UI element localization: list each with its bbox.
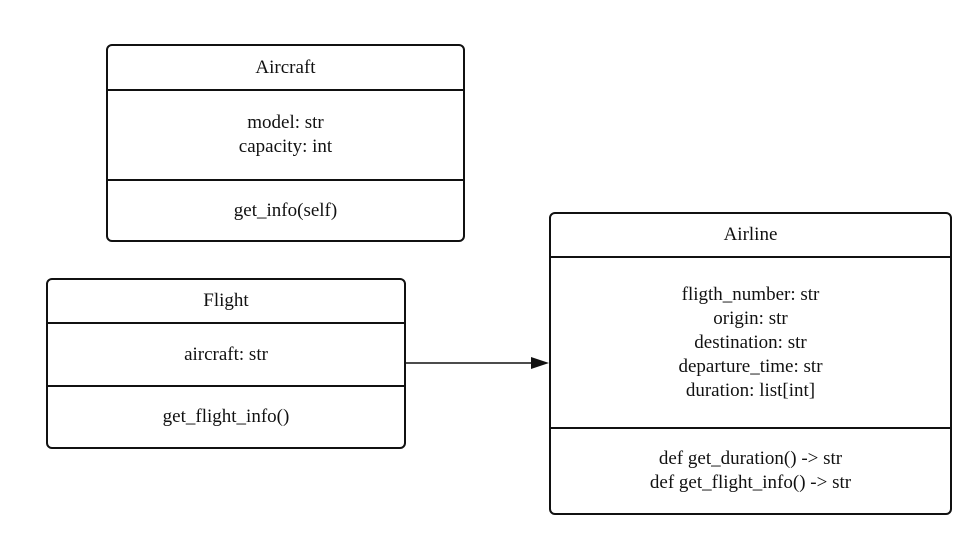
method-get-duration: def get_duration() -> str bbox=[658, 448, 843, 469]
class-name-section: Airline bbox=[551, 214, 950, 256]
method-get-info: get_info(self) bbox=[233, 199, 338, 221]
attribute-flight-number: fligth_number: str bbox=[681, 283, 820, 305]
class-name: Flight bbox=[203, 290, 249, 311]
attributes-section: aircraft: str bbox=[48, 322, 404, 385]
attribute-departure-time: departure_time: str bbox=[678, 355, 823, 377]
attribute-origin: origin: str bbox=[713, 307, 788, 329]
attribute-model: model: str bbox=[247, 112, 324, 133]
class-name: Airline bbox=[723, 224, 778, 245]
method-get-flight-info: get_flight_info() bbox=[162, 406, 290, 427]
methods-section: get_info(self) bbox=[108, 179, 463, 240]
attribute-aircraft: aircraft: str bbox=[184, 343, 268, 365]
methods-section: get_flight_info() bbox=[48, 385, 404, 447]
class-name: Aircraft bbox=[255, 56, 316, 78]
class-airline[interactable]: Airline fligth_number: str origin: str d… bbox=[549, 212, 952, 515]
attributes-section: fligth_number: str origin: str destinati… bbox=[551, 256, 950, 427]
attributes-section: model: str capacity: int bbox=[108, 89, 463, 179]
method-get-flight-info: def get_flight_info() -> str bbox=[649, 472, 852, 493]
class-flight[interactable]: Flight aircraft: str get_flight_info() bbox=[46, 278, 406, 449]
class-aircraft[interactable]: Aircraft model: str capacity: int get_in… bbox=[106, 44, 465, 242]
class-name-section: Aircraft bbox=[108, 46, 463, 89]
attribute-duration: duration: list[int] bbox=[685, 379, 816, 401]
methods-section: def get_duration() -> str def get_flight… bbox=[551, 427, 950, 513]
class-name-section: Flight bbox=[48, 280, 404, 322]
arrowhead-icon bbox=[531, 357, 549, 369]
association-arrow[interactable] bbox=[406, 357, 549, 369]
attribute-capacity: capacity: int bbox=[238, 136, 333, 157]
attribute-destination: destination: str bbox=[694, 331, 807, 353]
